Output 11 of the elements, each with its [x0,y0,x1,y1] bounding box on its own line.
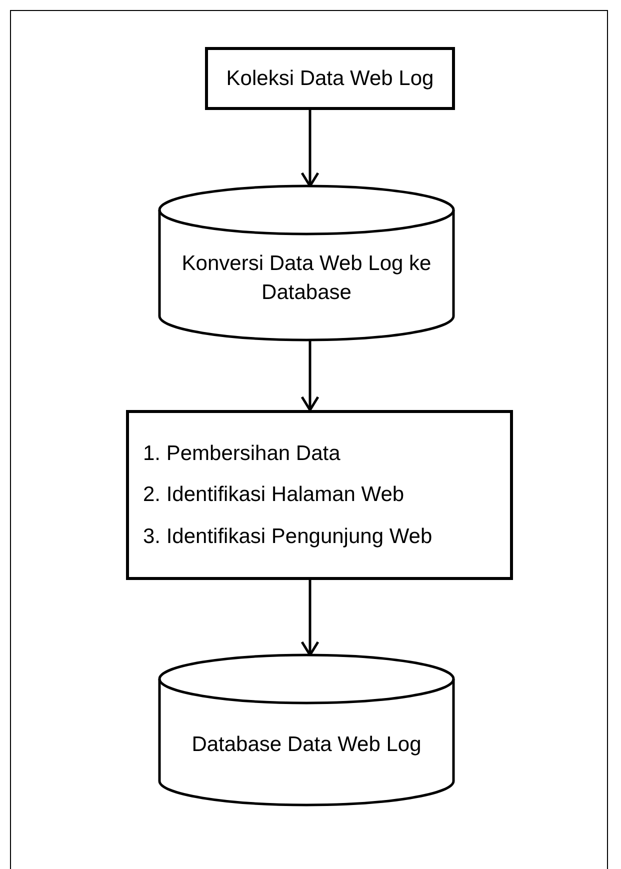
node-label: Database Data Web Log [192,732,422,758]
process-box [126,410,513,580]
node-label: Koleksi Data Web Log [226,66,434,92]
list-item: 2. Identifikasi Halaman Web [143,482,404,508]
process-box [205,47,455,110]
list-item: 1. Pembersihan Data [143,440,340,467]
node-label: Konversi Data Web Log ke Database [182,250,432,306]
list-item: 3. Identifikasi Pengunjung Web [143,524,432,550]
arrow [300,340,320,412]
arrow [300,110,320,188]
arrow [300,580,320,656]
